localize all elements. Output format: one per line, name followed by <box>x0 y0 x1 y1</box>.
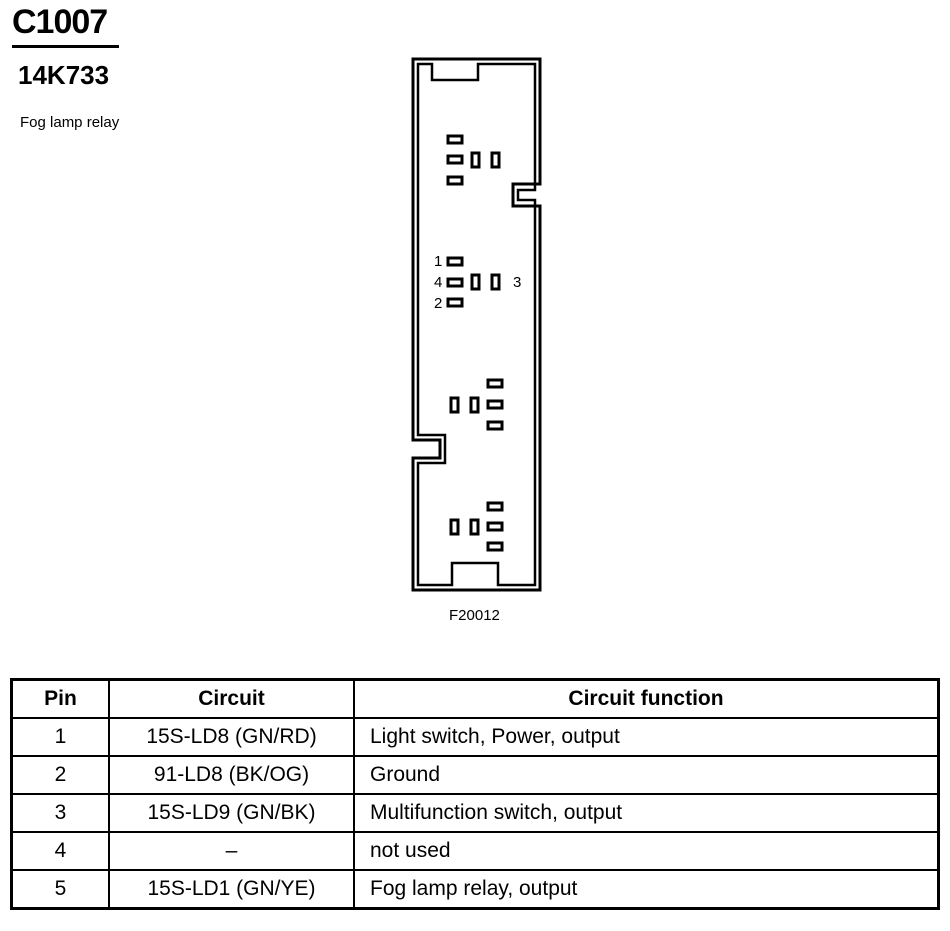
part-number: 14K733 <box>18 60 110 90</box>
figure-id: F20012 <box>449 607 500 624</box>
cavity-pin-3 <box>490 273 501 291</box>
function-cell: Light switch, Power, output <box>353 717 940 757</box>
circuit-cell: 15S-LD1 (GN/YE) <box>108 869 355 910</box>
table-row: 5 15S-LD1 (GN/YE) Fog lamp relay, output <box>10 869 940 910</box>
pin-cell: 1 <box>10 717 110 757</box>
pin-label-3: 3 <box>513 274 521 291</box>
circuit-cell: – <box>108 831 355 871</box>
table-header-row: Pin Circuit Circuit function <box>10 678 940 719</box>
pin-label-2: 2 <box>434 295 442 312</box>
pin-cell: 5 <box>10 869 110 910</box>
pin-cell: 4 <box>10 831 110 871</box>
cavity <box>486 420 504 431</box>
circuit-cell: 15S-LD8 (GN/RD) <box>108 717 355 757</box>
header-pin: Pin <box>10 678 110 719</box>
cavity <box>486 399 504 410</box>
pin-label-1: 1 <box>434 253 442 270</box>
cavity-pin-4 <box>446 277 464 288</box>
cavity <box>469 396 480 414</box>
connector-outline-outer <box>411 57 542 592</box>
circuit-cell: 15S-LD9 (GN/BK) <box>108 793 355 833</box>
cavity <box>490 151 501 169</box>
cavity <box>446 134 464 145</box>
connector-outline-inner <box>416 62 537 587</box>
cavity <box>469 518 480 536</box>
cavity <box>470 273 481 291</box>
cavity <box>446 175 464 186</box>
terminal-cavities <box>446 134 504 552</box>
cavity <box>486 521 504 532</box>
connector-id-underline <box>12 45 119 48</box>
connector-face-diagram: 1 4 2 3 <box>411 57 542 592</box>
pin-cell: 2 <box>10 755 110 795</box>
pin-label-4: 4 <box>434 274 442 291</box>
function-cell: Fog lamp relay, output <box>353 869 940 910</box>
cavity <box>449 396 460 414</box>
cavity <box>446 154 464 165</box>
function-cell: not used <box>353 831 940 871</box>
function-cell: Multifunction switch, output <box>353 793 940 833</box>
cavity-pin-1 <box>446 256 464 267</box>
cavity <box>486 378 504 389</box>
table-row: 4 – not used <box>10 831 940 871</box>
cavity-pin-2 <box>446 297 464 308</box>
header-circuit-function: Circuit function <box>353 678 940 719</box>
header-circuit: Circuit <box>108 678 355 719</box>
component-name: Fog lamp relay <box>20 114 120 131</box>
pin-table: Pin Circuit Circuit function 1 15S-LD8 (… <box>10 678 940 910</box>
table-row: 3 15S-LD9 (GN/BK) Multifunction switch, … <box>10 793 940 833</box>
function-cell: Ground <box>353 755 940 795</box>
cavity <box>470 151 481 169</box>
connector-id: C1007 <box>12 3 108 41</box>
table-row: 1 15S-LD8 (GN/RD) Light switch, Power, o… <box>10 717 940 757</box>
pin-cell: 3 <box>10 793 110 833</box>
table-row: 2 91-LD8 (BK/OG) Ground <box>10 755 940 795</box>
cavity <box>449 518 460 536</box>
cavity <box>486 501 504 512</box>
cavity <box>486 541 504 552</box>
circuit-cell: 91-LD8 (BK/OG) <box>108 755 355 795</box>
